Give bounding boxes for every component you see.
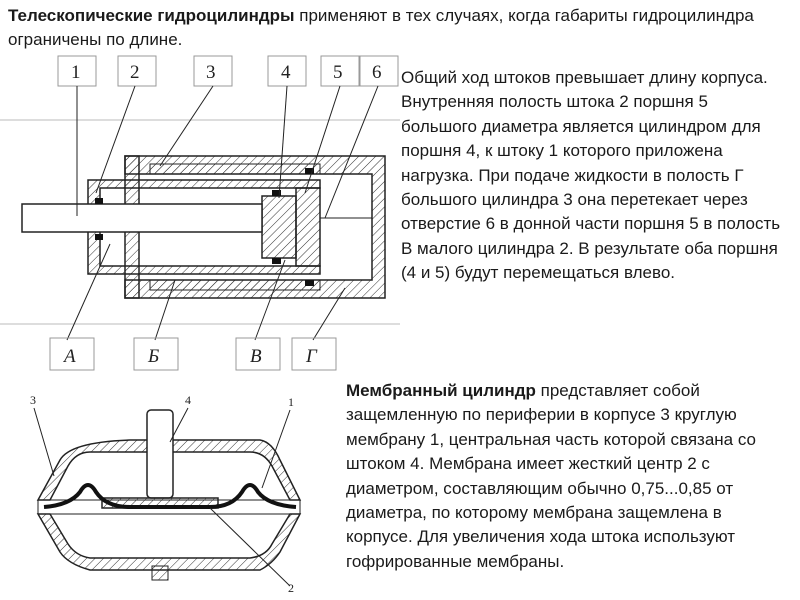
- label-2: 2: [130, 62, 140, 83]
- membrane-cylinder-diagram: 3 4 1 2: [30, 393, 302, 595]
- label-4: 4: [281, 62, 291, 83]
- bottom-label-boxes: А Б В Г: [49, 337, 337, 371]
- leader-lines: [66, 85, 379, 341]
- membrane-bold: Мембранный цилиндр: [346, 381, 536, 400]
- label-B: Б: [147, 346, 159, 367]
- intro-rest: применяют в тех случаях, когда габариты …: [8, 6, 754, 49]
- intro-paragraph: Телескопические гидроцилиндры применяют …: [8, 4, 788, 52]
- membrane-1: [43, 483, 297, 509]
- label-1: 1: [71, 62, 81, 83]
- m-label-2: 2: [288, 581, 294, 595]
- label-5: 5: [333, 62, 343, 83]
- top-label-boxes: 1 2 3 4 5 6: [57, 55, 399, 87]
- label-G: Г: [305, 346, 318, 367]
- label-V: В: [250, 346, 262, 367]
- telescopic-description: Общий ход штоков превышает длину корпуса…: [401, 68, 781, 283]
- membrane-description: Мембранный цилиндр представляет собой за…: [346, 379, 786, 574]
- label-6: 6: [372, 62, 382, 83]
- label-3: 3: [206, 62, 216, 83]
- m-label-3: 3: [30, 393, 36, 407]
- membrane-rest: представляет собой защемленную по перифе…: [346, 381, 757, 571]
- lower-cover: [36, 513, 302, 571]
- rod-1: [21, 203, 263, 233]
- m-label-4: 4: [185, 393, 191, 407]
- seals: [95, 168, 314, 286]
- piston-4: [261, 195, 297, 259]
- intro-bold: Телескопические гидроцилиндры: [8, 6, 295, 25]
- m-label-1: 1: [288, 395, 294, 409]
- rod-4: [146, 409, 174, 499]
- label-A: А: [62, 346, 76, 367]
- telescopic-cylinder-diagram: 1 2 3 4 5 6: [0, 55, 400, 371]
